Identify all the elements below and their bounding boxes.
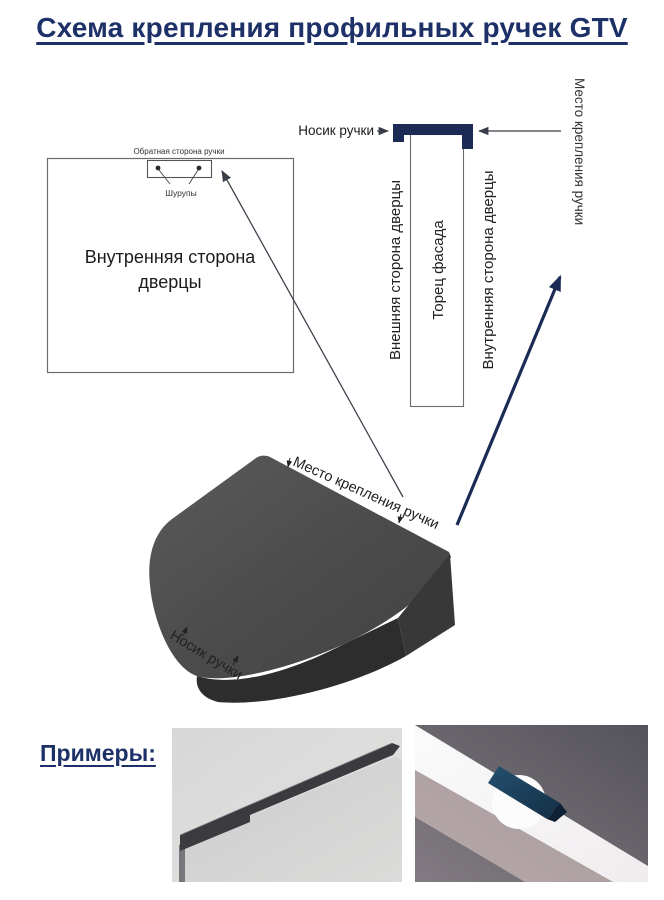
mount-place-big-arrow xyxy=(455,274,562,526)
back-of-handle-label: Обратная сторона ручки xyxy=(133,147,224,156)
facade-edge-label: Торец фасада xyxy=(430,220,447,320)
screw-dot-left xyxy=(155,165,161,171)
mounting-diagram: Обратная сторона ручки Шурупы Внутренняя… xyxy=(46,78,587,703)
nose-tick-arrow-1 xyxy=(181,626,188,637)
example-photo-1 xyxy=(172,728,402,882)
page-title: Схема крепления профильных ручек GTV xyxy=(0,12,664,44)
photo2-blue-handle-edge xyxy=(547,803,567,822)
example-photo-1-art xyxy=(172,728,402,882)
mount-place-tick-arrow-1 xyxy=(286,457,293,468)
facade-panel-rect xyxy=(409,133,465,408)
inner-door-face-label-line2: дверцы xyxy=(138,272,201,292)
screws-label: Шурупы xyxy=(165,188,197,198)
profile-handle-3d xyxy=(149,455,455,703)
photo1-handle-highlight xyxy=(179,742,393,836)
inner-door-face-box xyxy=(46,157,295,374)
example-photo-2 xyxy=(415,725,648,882)
handle-top-face xyxy=(149,455,451,679)
screw-pointer-line-right xyxy=(188,169,199,185)
handle-right-flange xyxy=(398,554,455,656)
mount-place-tick-arrow-2 xyxy=(397,513,404,524)
photo1-profile-handle xyxy=(180,743,400,851)
backplate-link-arrow xyxy=(221,170,404,498)
photo1-door-edge xyxy=(179,843,185,882)
handle-underside xyxy=(196,618,406,703)
example-photo-2-art xyxy=(415,725,648,882)
inner-side-label: Внутренняя сторона дверцы xyxy=(480,171,497,370)
mount-place-label-right: Место крепления ручки xyxy=(572,78,587,225)
screw-pointer-line-left xyxy=(158,169,171,185)
nose-label-top: Носик ручки xyxy=(298,123,374,138)
page-title-text: Схема крепления профильных ручек GTV xyxy=(36,12,628,43)
examples-label: Примеры: xyxy=(40,740,156,766)
screw-dot-right xyxy=(196,165,202,171)
handle-profile-cap xyxy=(393,124,473,149)
outer-side-label: Внешняя сторона дверцы xyxy=(387,180,404,360)
inner-door-face-label-line1: Внутренняя сторона xyxy=(85,247,257,267)
photo1-door-face xyxy=(185,756,402,882)
photo2-blue-handle xyxy=(488,766,560,819)
nose-tick-arrow-2 xyxy=(232,655,239,666)
